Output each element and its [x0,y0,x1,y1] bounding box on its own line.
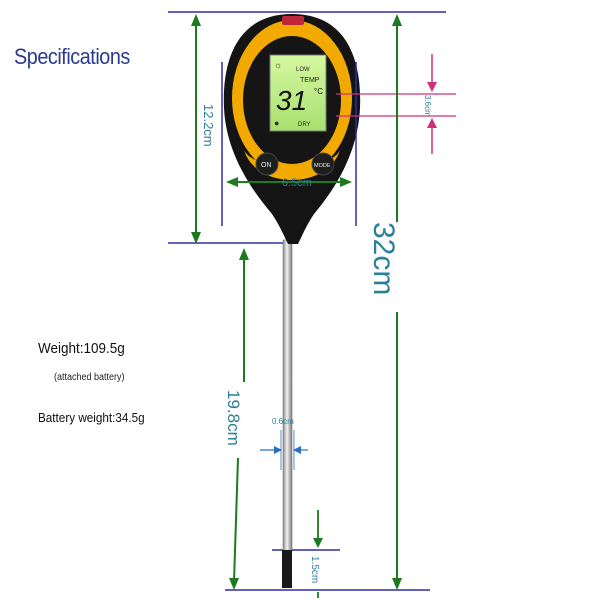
screen-height-label: 3.6cm [423,95,432,117]
low-label: LOW [296,67,310,73]
probe-tip [282,550,292,588]
probe-diameter-dimension [260,430,308,470]
battery-weight-spec: Battery weight:34.5g [38,410,145,425]
sun-icon: ☼ [274,60,282,70]
temperature-reading: 31 [276,85,307,116]
page-title: Specifications [14,44,130,69]
attached-battery-note: (attached battery) [54,372,125,383]
probe-length-dimension [229,248,249,590]
total-length-dimension [392,14,402,590]
tip-length-dimension [313,510,323,598]
weight-spec: Weight:109.5g [38,340,125,357]
on-button-label: ON [261,162,272,169]
lcd-screen [269,54,327,132]
head-width-label: 6.5cm [282,177,312,189]
probe-length-label: 19.8cm [224,390,243,446]
drop-icon: ● [274,118,279,128]
head-width-dimension [221,62,357,226]
mode-button-label: MODE [314,163,331,169]
head-height-label: 12.2cm [201,104,216,147]
meter-head [223,14,361,244]
head-height-dimension [191,14,201,244]
tip-length-label: 1.5cm [309,556,320,583]
total-length-label: 32cm [367,222,400,295]
temp-label: TEMP [300,77,320,84]
mode-button[interactable]: MODE [311,152,335,176]
dry-label: DRY [298,122,311,128]
on-button[interactable]: ON [255,152,279,176]
probe-rod [282,239,293,553]
probe-diameter-label: 0.6cm [272,417,294,426]
temperature-unit: °C [314,87,323,96]
